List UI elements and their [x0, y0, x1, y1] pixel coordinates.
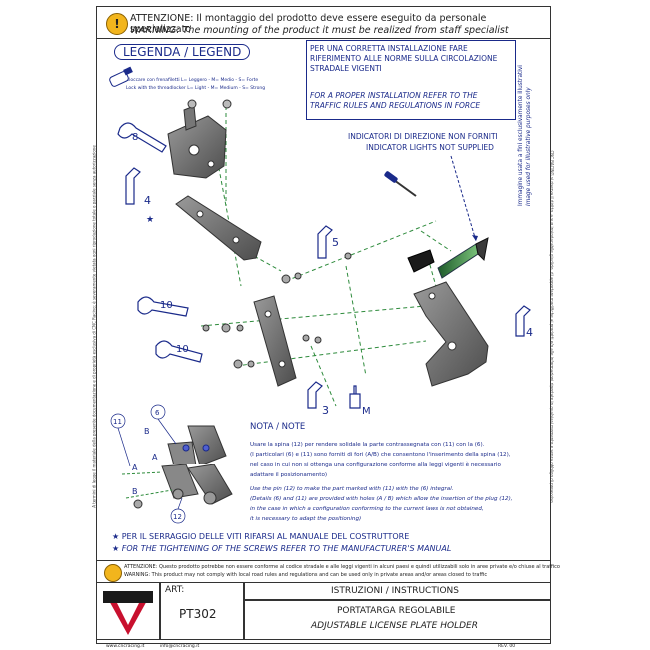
- hex-3-label: 3: [322, 404, 329, 417]
- note-title: NOTA / NOTE: [250, 422, 306, 432]
- product-name-en: ADJUSTABLE LICENSE PLATE HOLDER: [311, 621, 478, 631]
- wrench-8-icon: [117, 122, 167, 153]
- indicators-it: INDICATORI DI DIREZIONE NON FORNITI: [348, 132, 498, 141]
- bottom-warning-it: ATTENZIONE: Questo prodotto potrebbe non…: [124, 564, 560, 570]
- hole-b-1: B: [144, 427, 150, 436]
- warning-icon: !: [106, 13, 128, 35]
- bottom-warning-en: WARNING: This product may not comply wit…: [124, 572, 488, 578]
- assembly-drawing: 8 4 ★ 5 10 10 4 3 M 11 6 B A: [109, 66, 533, 466]
- divider: [96, 560, 550, 561]
- hole-a-1: A: [152, 453, 158, 462]
- indicators-en: INDICATOR LIGHTS NOT SUPPLIED: [366, 143, 494, 152]
- screw-m-icon: [349, 385, 361, 409]
- website: www.cncracing.it: [106, 644, 145, 649]
- callout-6: 6: [155, 409, 160, 417]
- instructions-title: ISTRUZIONI / INSTRUCTIONS: [331, 586, 459, 596]
- hex-3-icon: [307, 381, 323, 409]
- top-warning: ! ATTENZIONE: Il montaggio del prodotto …: [106, 12, 538, 38]
- adjustable-arm: [175, 195, 262, 261]
- turn-indicator: [437, 237, 489, 279]
- hardware: [202, 252, 352, 369]
- note-en-3: in the case in which a configuration con…: [250, 506, 484, 512]
- threadlocker-icon: [109, 66, 133, 87]
- hex-4-right-icon: [515, 305, 531, 337]
- instruction-sheet: A termini di legge il materiale della pr…: [92, 6, 560, 649]
- hex-5-label: 5: [332, 236, 339, 249]
- warning-italian: ATTENZIONE: Il montaggio del prodotto de…: [130, 13, 487, 35]
- license-plate-holder: [413, 281, 489, 387]
- art-code: PT302: [179, 607, 217, 621]
- indicator-leader: [450, 155, 477, 242]
- legend-english: Lock with the threadlocker L= Light - M=…: [126, 86, 266, 91]
- hex-4-top-label: 4: [144, 194, 151, 207]
- warning-icon: [104, 564, 122, 582]
- note-it-4: adattare il posizionamento): [250, 472, 328, 478]
- title-block: ATTENZIONE: Questo prodotto potrebbe non…: [96, 560, 560, 649]
- hole-b-2: B: [132, 487, 138, 496]
- screws-it: ★ PER IL SERRAGGIO DELLE VITI RIFARSI AL…: [112, 532, 410, 541]
- art-label: ART:: [165, 585, 185, 595]
- hex-5-icon: [317, 225, 333, 259]
- cnc-racing-logo: [103, 591, 153, 635]
- revision: REV. 00: [498, 644, 516, 649]
- wrench-8-label: 8: [132, 132, 138, 143]
- detail-leaders: [110, 404, 177, 466]
- wrench-10-a-icon: [137, 296, 189, 317]
- legend-italian: Bloccare con frenafiletti L= Leggero - M…: [126, 78, 259, 83]
- product-name-it: PORTATARGA REGOLABILE: [337, 606, 456, 616]
- screws-en: ★ FOR THE TIGHTENING OF THE SCREWS REFER…: [112, 544, 452, 553]
- wrench-10-b-icon: [155, 340, 203, 363]
- traffic-rules-box: PER UNA CORRETTA INSTALLAZIONE FARE RIFE…: [306, 40, 516, 120]
- rules-it-2: RIFERIMENTO ALLE NORME SULLA CIRCOLAZION…: [310, 54, 498, 63]
- note-en-2: (Details (6) and (11) are provided with …: [250, 496, 513, 502]
- detail-inset: [162, 422, 246, 466]
- rules-en-2: TRAFFIC RULES AND REGULATIONS IN FORCE: [310, 101, 481, 110]
- legend: LEGENDA / LEGEND Bloccare con frenafilet…: [104, 40, 266, 140]
- product-cell: PORTATARGA REGOLABILE ADJUSTABLE LICENSE…: [244, 600, 551, 640]
- hole-a-2: A: [132, 464, 138, 472]
- email: info@cncracing.it: [160, 644, 200, 649]
- callout-12: 12: [173, 513, 182, 521]
- sheet-frame: [96, 6, 551, 644]
- warning-english: WARNING: The mounting of the product it …: [130, 25, 509, 36]
- indicator-block: [407, 249, 435, 273]
- screw-m-label: M: [362, 406, 371, 417]
- hex-4-top-icon: [125, 167, 141, 205]
- logo-cell: [96, 582, 160, 640]
- rules-it-3: STRADALE VIGENTI: [310, 64, 382, 73]
- art-cell: ART: PT302: [160, 582, 244, 640]
- note-it-2: (I particolari (6) e (11) sono forniti d…: [250, 452, 511, 458]
- wrench-10-a-label: 10: [160, 300, 173, 311]
- divider: [96, 38, 550, 39]
- legend-title: LEGENDA / LEGEND: [114, 44, 251, 60]
- note-en-1: Use the pin (12) to make the part marked…: [250, 486, 454, 492]
- note-it-1: Usare la spina (12) per rendere solidale…: [250, 442, 485, 448]
- detail-lower: 12 A B: [121, 464, 250, 524]
- hex-4-right-label: 4: [526, 326, 533, 339]
- instructions-cell: ISTRUZIONI / INSTRUCTIONS: [244, 582, 551, 600]
- note-en-4: it is necessary to adapt the positioning…: [250, 516, 362, 522]
- rules-it-1: PER UNA CORRETTA INSTALLAZIONE FARE: [310, 44, 468, 53]
- upper-bracket: [167, 99, 232, 179]
- note-it-3: nel caso in cui non si ottenga una confi…: [250, 462, 501, 468]
- rules-en-1: FOR A PROPER INSTALLATION REFER TO THE: [310, 91, 478, 100]
- callout-11: 11: [113, 418, 122, 426]
- indicator-arrow: [472, 235, 478, 241]
- screwdriver-icon: [384, 171, 417, 197]
- star-label: ★: [146, 215, 154, 225]
- wrench-10-b-label: 10: [176, 344, 189, 355]
- tool-callouts: [117, 122, 531, 409]
- vertical-plate: [253, 295, 297, 387]
